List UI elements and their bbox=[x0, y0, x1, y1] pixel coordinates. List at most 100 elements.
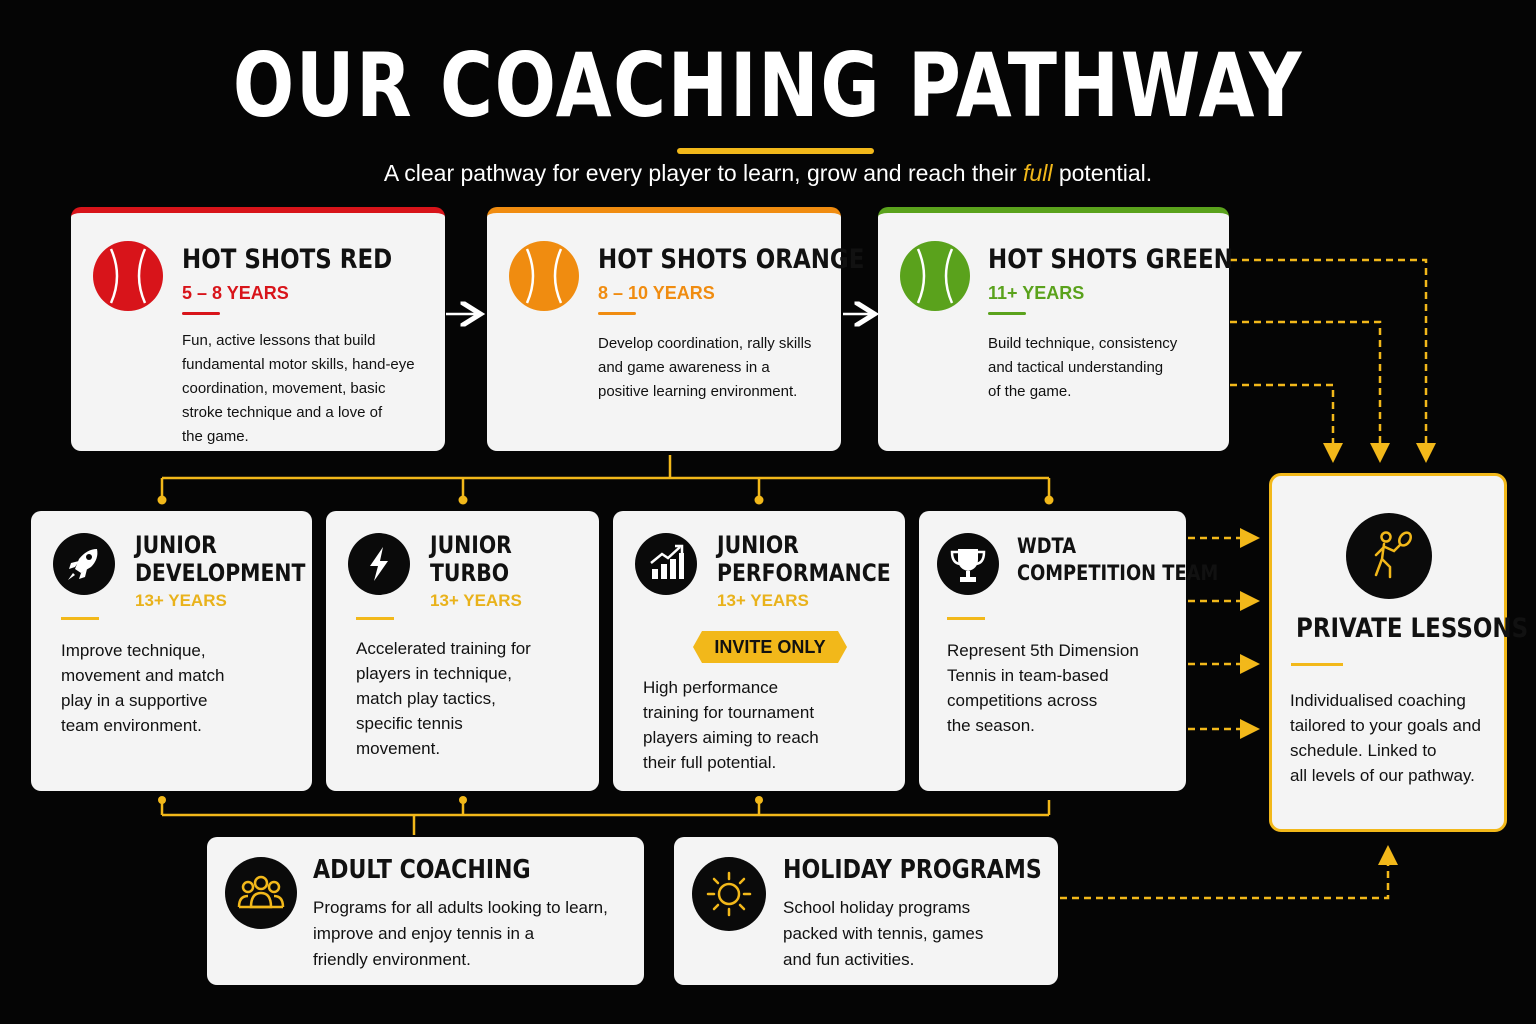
desc-line: stroke technique and a love of bbox=[182, 404, 383, 421]
subtitle-end: potential. bbox=[1052, 160, 1153, 186]
card-hot-shots-orange: HOT SHOTS ORANGE 8 – 10 YEARS Develop co… bbox=[487, 207, 864, 451]
program-description: School holiday programs packed with tenn… bbox=[783, 895, 983, 973]
page-title: OUR COACHING PATHWAY bbox=[232, 34, 1304, 137]
program-name: HOT SHOTS GREEN bbox=[988, 244, 1233, 275]
desc-line: fundamental motor skills, hand-eye bbox=[182, 356, 415, 373]
card-junior-performance: JUNIOR PERFORMANCE 13+ YEARS INVITE ONLY… bbox=[613, 511, 905, 791]
name-line: JUNIOR bbox=[717, 531, 799, 559]
bottom-bracket bbox=[160, 800, 1051, 835]
junior-tree bbox=[160, 455, 1051, 500]
node-dot bbox=[1044, 495, 1054, 505]
program-description: High performance training for tournament… bbox=[643, 675, 819, 775]
desc-line: players in technique, bbox=[356, 664, 512, 683]
card-private-lessons: PRIVATE LESSONS Individualised coaching … bbox=[1269, 473, 1528, 832]
age-range: 13+ YEARS bbox=[430, 591, 522, 610]
desc-line: Programs for all adults looking to learn… bbox=[313, 898, 608, 917]
name-line: TURBO bbox=[430, 559, 510, 587]
desc-line: Build technique, consistency bbox=[988, 335, 1178, 352]
age-range: 13+ YEARS bbox=[717, 591, 809, 610]
desc-line: Fun, active lessons that build bbox=[182, 332, 376, 349]
desc-line: schedule. Linked to bbox=[1290, 741, 1437, 760]
desc-line: match play tactics, bbox=[356, 689, 496, 708]
desc-line: packed with tennis, games bbox=[783, 924, 984, 943]
desc-line: their full potential. bbox=[643, 753, 777, 772]
card-junior-turbo: JUNIOR TURBO 13+ YEARS Accelerated train… bbox=[326, 511, 599, 791]
desc-line: movement. bbox=[356, 739, 441, 758]
trophy-icon bbox=[937, 533, 999, 595]
card-wdta-competition-team: WDTA COMPETITION TEAM Represent 5th Dime… bbox=[919, 511, 1218, 791]
card-hot-shots-red: HOT SHOTS RED 5 – 8 YEARS Fun, active le… bbox=[71, 207, 445, 451]
accent-rule bbox=[1291, 663, 1343, 666]
desc-line: Develop coordination, rally skills bbox=[598, 335, 812, 352]
accent-rule bbox=[356, 617, 394, 620]
card-adult-coaching: ADULT COACHING Programs for all adults l… bbox=[207, 837, 644, 985]
desc-line: coordination, movement, basic bbox=[182, 380, 386, 397]
group-icon bbox=[225, 857, 297, 929]
program-name: HOT SHOTS ORANGE bbox=[598, 244, 865, 275]
program-description: Represent 5th Dimension Tennis in team-b… bbox=[947, 638, 1139, 738]
desc-line: and fun activities. bbox=[783, 950, 915, 969]
desc-line: Represent 5th Dimension bbox=[947, 641, 1139, 660]
rocket-icon bbox=[53, 533, 115, 595]
dashed-links bbox=[1060, 258, 1436, 900]
desc-line: Accelerated training for bbox=[356, 639, 531, 658]
program-name: JUNIOR TURBO bbox=[430, 531, 512, 587]
card-junior-development: JUNIOR DEVELOPMENT 13+ YEARS Improve tec… bbox=[31, 511, 312, 791]
age-range: 13+ YEARS bbox=[135, 591, 227, 610]
card-hot-shots-green: HOT SHOTS GREEN 11+ YEARS Build techniqu… bbox=[878, 207, 1233, 451]
node-dot bbox=[157, 495, 167, 505]
tennis-ball-green-icon bbox=[900, 241, 970, 311]
program-name: JUNIOR DEVELOPMENT bbox=[135, 531, 305, 587]
subtitle-text: A clear pathway for every player to lear… bbox=[383, 160, 1024, 186]
desc-line: friendly environment. bbox=[313, 950, 471, 969]
name-line: DEVELOPMENT bbox=[135, 559, 306, 587]
program-description: Build technique, consistency and tactica… bbox=[988, 332, 1177, 404]
growth-chart-icon bbox=[635, 533, 697, 595]
desc-line: the season. bbox=[947, 716, 1035, 735]
program-description: Improve technique, movement and match pl… bbox=[61, 638, 224, 738]
desc-line: competitions across bbox=[947, 691, 1098, 710]
program-description: Develop coordination, rally skills and g… bbox=[598, 332, 811, 404]
tennis-ball-red-icon bbox=[93, 241, 163, 311]
invite-only-badge: INVITE ONLY bbox=[693, 631, 847, 663]
desc-line: improve and enjoy tennis in a bbox=[313, 924, 535, 943]
desc-line: training for tournament bbox=[643, 703, 815, 722]
program-name: WDTA COMPETITION TEAM bbox=[1017, 533, 1218, 587]
program-description: Fun, active lessons that build fundament… bbox=[182, 329, 415, 449]
program-description: Programs for all adults looking to learn… bbox=[313, 895, 608, 973]
desc-line: the game. bbox=[182, 428, 249, 445]
name-line: JUNIOR bbox=[430, 531, 512, 559]
title-underline bbox=[677, 148, 874, 154]
desc-line: play in a supportive bbox=[61, 691, 208, 710]
tennis-player-icon bbox=[1346, 513, 1432, 599]
desc-line: positive learning environment. bbox=[598, 383, 798, 400]
desc-line: tailored to your goals and bbox=[1290, 716, 1481, 735]
accent-rule bbox=[182, 312, 220, 315]
node-dot bbox=[754, 495, 764, 505]
desc-line: of the game. bbox=[988, 383, 1072, 400]
accent-rule bbox=[988, 312, 1026, 315]
desc-line: and game awareness in a bbox=[598, 359, 770, 376]
desc-line: players aiming to reach bbox=[643, 728, 819, 747]
desc-line: specific tennis bbox=[356, 714, 463, 733]
node-dot bbox=[458, 495, 468, 505]
program-name: HOLIDAY PROGRAMS bbox=[783, 855, 1042, 885]
accent-rule bbox=[598, 312, 636, 315]
desc-line: team environment. bbox=[61, 716, 202, 735]
tennis-ball-orange-icon bbox=[509, 241, 579, 311]
accent-rule bbox=[61, 617, 99, 620]
desc-line: Improve technique, bbox=[61, 641, 206, 660]
desc-line: Individualised coaching bbox=[1290, 691, 1466, 710]
age-range: 5 – 8 YEARS bbox=[182, 283, 289, 303]
program-name: PRIVATE LESSONS bbox=[1296, 613, 1529, 644]
name-line: JUNIOR bbox=[135, 531, 217, 559]
desc-line: all levels of our pathway. bbox=[1290, 766, 1475, 785]
desc-line: movement and match bbox=[61, 666, 225, 685]
name-line: COMPETITION TEAM bbox=[1017, 561, 1219, 585]
sun-icon bbox=[692, 857, 766, 931]
lightning-icon bbox=[348, 533, 410, 595]
subtitle: A clear pathway for every player to lear… bbox=[0, 160, 1536, 187]
program-description: Individualised coaching tailored to your… bbox=[1290, 688, 1481, 788]
name-line: WDTA bbox=[1017, 534, 1077, 558]
